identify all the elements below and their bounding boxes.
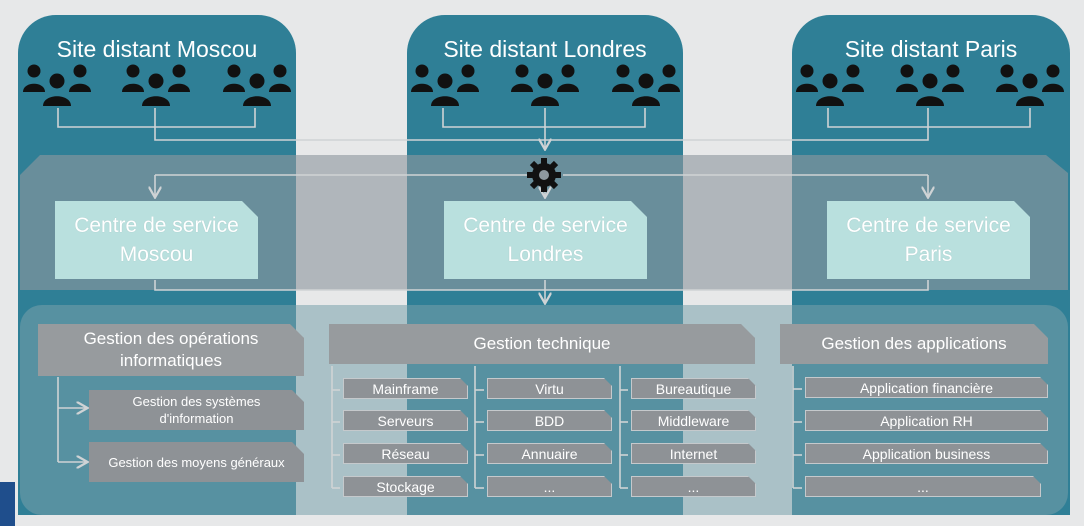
application-item: Application business: [805, 443, 1048, 464]
service-center-line2: Paris: [904, 243, 953, 266]
technical-item: ...: [631, 476, 756, 497]
users-group-icon: [795, 62, 865, 108]
application-item: ...: [805, 476, 1041, 497]
operations-title-line2: informatiques: [119, 351, 223, 370]
technical-item: Annuaire: [487, 443, 612, 464]
technical-item: Bureautique: [631, 378, 756, 399]
operations-item-line2: d'information: [159, 411, 234, 426]
service-center-londres: Centre de service Londres: [444, 201, 647, 279]
users-group-icon: [611, 62, 681, 108]
site-title-londres: Site distant Londres: [443, 36, 647, 62]
users-group-icon: [995, 62, 1065, 108]
operations-item-line1: Gestion des moyens généraux: [108, 454, 285, 470]
service-center-moscou: Centre de service Moscou: [55, 201, 258, 279]
service-center-line1: Centre de service: [846, 214, 1011, 237]
technical-header: Gestion technique: [329, 324, 755, 364]
technical-item: ...: [487, 476, 612, 497]
applications-title: Gestion des applications: [821, 334, 1007, 353]
application-item: Application RH: [805, 410, 1048, 431]
operations-item-general: Gestion des moyens généraux: [89, 442, 304, 482]
users-group-icon: [222, 62, 292, 108]
service-center-line2: Londres: [507, 243, 584, 266]
service-center-paris: Centre de service Paris: [827, 201, 1030, 279]
technical-item: Réseau: [343, 443, 468, 464]
technical-item: Virtu: [487, 378, 612, 399]
service-center-line1: Centre de service: [463, 214, 628, 237]
users-group-icon: [22, 62, 92, 108]
service-center-line1: Centre de service: [74, 214, 239, 237]
users-group-icon: [895, 62, 965, 108]
operations-header: Gestion des opérations informatiques: [38, 324, 304, 376]
gear-icon: [525, 156, 563, 194]
technical-item: BDD: [487, 410, 612, 431]
operations-item-systems: Gestion des systèmes d'information: [89, 390, 304, 430]
operations-item-line1: Gestion des systèmes: [132, 394, 261, 409]
technical-item: Stockage: [343, 476, 468, 497]
operations-title-line1: Gestion des opérations: [83, 329, 259, 348]
application-item: Application financière: [805, 377, 1048, 398]
site-title-moscou: Site distant Moscou: [56, 36, 258, 62]
users-group-icon: [121, 62, 191, 108]
technical-item: Internet: [631, 443, 756, 464]
edge-accent: [0, 482, 15, 526]
applications-header: Gestion des applications: [780, 324, 1048, 364]
service-center-line2: Moscou: [119, 243, 194, 266]
technical-item: Middleware: [631, 410, 756, 431]
technical-title: Gestion technique: [473, 334, 611, 353]
technical-item: Mainframe: [343, 378, 468, 399]
site-title-paris: Site distant Paris: [844, 36, 1018, 62]
users-group-icon: [410, 62, 480, 108]
technical-item: Serveurs: [343, 410, 468, 431]
users-group-icon: [510, 62, 580, 108]
